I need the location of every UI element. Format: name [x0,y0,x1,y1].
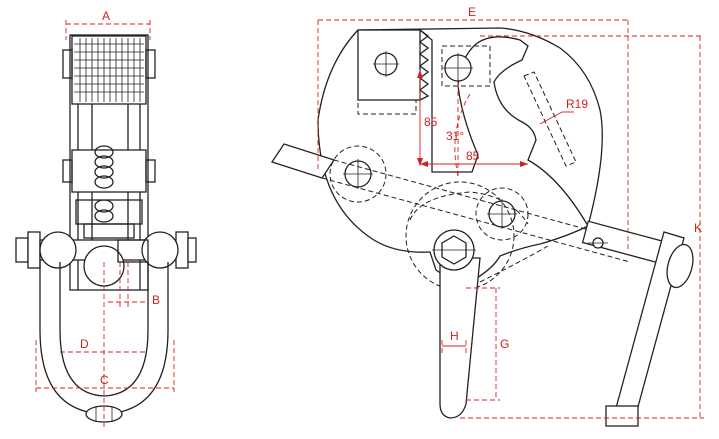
dimension-e: E [317,5,629,250]
slot [523,71,577,167]
label-angle: 31° [446,129,464,143]
dimension-radius: R19 [539,97,588,125]
clamp-jaw [357,29,430,115]
label-radius: R19 [566,97,588,111]
upper-pivot-pin [441,45,491,87]
label-a: A [102,9,110,23]
dimension-b: B [108,262,160,310]
dimension-d: D [60,337,148,353]
dimension-h: H [441,329,467,356]
label-85-horizontal: 85 [466,149,480,163]
dimension-a: A [65,9,151,40]
dimension-85-vertical: 85 [417,70,438,166]
cam-pin-right [475,187,529,241]
label-e: E [468,5,476,19]
spring-assembly [62,145,156,239]
label-b: B [152,293,160,307]
label-85-vertical: 85 [424,115,438,129]
dimension-c: C [35,340,175,392]
cross-bolt [15,231,197,287]
cam-pin-left [329,145,387,203]
dimension-angle: 31° [446,82,471,177]
main-pivot-bolt [405,181,515,419]
label-c: C [100,373,109,387]
dimension-g: G [466,287,509,401]
dimension-k: K [460,35,704,419]
label-h: H [450,329,459,343]
locking-bar [270,143,673,266]
label-d: D [80,337,89,351]
handle-lever [605,231,694,427]
side-view: E K 85 85 31° [270,5,704,427]
front-view: A B D C [15,9,197,428]
label-g: G [500,337,509,351]
grip-block [62,35,156,105]
dimension-85-horizontal: 85 [420,149,528,167]
label-k: K [694,221,702,235]
